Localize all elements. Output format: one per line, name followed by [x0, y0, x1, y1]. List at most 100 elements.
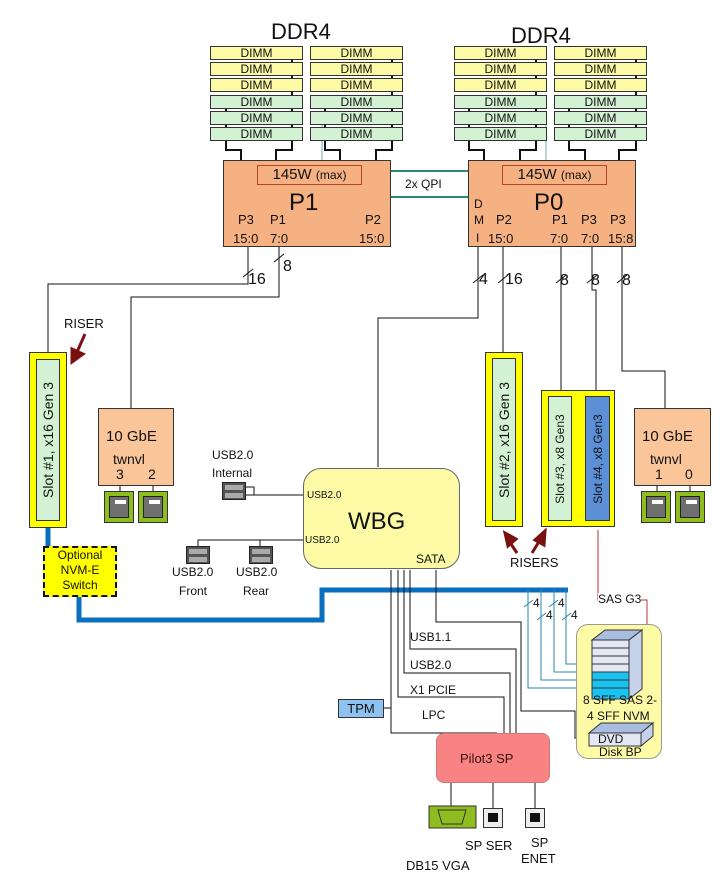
- sp-enet-label-1: SP: [531, 835, 549, 850]
- cpu-p1-port-p1: P1: [270, 212, 286, 227]
- pcie-slot-4[interactable]: Slot #4, x8 Gen3: [585, 396, 610, 521]
- link-usb11-label: USB1.1: [410, 630, 452, 644]
- qpi-links: [391, 170, 468, 198]
- nic-right-title: 10 GbE: [642, 428, 693, 445]
- usb-front-label-1: USB2.0: [172, 565, 214, 579]
- cpu-p0-port-p3b: P3: [610, 212, 626, 227]
- sp-ser-label: SP SER: [465, 838, 513, 853]
- cpu-p0-dmi-i: I: [476, 231, 480, 245]
- link-lpc-label: LPC: [422, 708, 446, 722]
- dimm-slot: DIMM: [310, 95, 403, 109]
- usb-internal-label-2: Internal: [212, 466, 253, 480]
- bus-width-p0-dmi: 4: [479, 271, 488, 288]
- nic-right-chip: twnvl: [650, 451, 682, 467]
- service-processor-name: Pilot3 SP: [460, 751, 514, 766]
- slot-1-label: Slot #1, x16 Gen 3: [40, 382, 56, 498]
- service-processor: Pilot3 SP: [436, 733, 550, 783]
- qpi-label: 2x QPI: [405, 177, 442, 191]
- nvme-lane-width: 4: [558, 596, 565, 610]
- pcie-slot-1-riser[interactable]: Slot #1, x16 Gen 3: [29, 352, 67, 528]
- nic-left-title: 10 GbE: [106, 428, 157, 445]
- cpu-p1: 145W (max) P1 P3 15:0 P1 7:0 P2 15:0: [223, 160, 391, 247]
- usb-front-connector[interactable]: [186, 546, 210, 564]
- dimm-slot: DIMM: [310, 46, 403, 60]
- nic-10gbe-right: 10 GbE twnvl 1 0: [634, 408, 711, 486]
- usb-internal-connector[interactable]: [222, 482, 246, 500]
- cpu-p1-lanes-p3: 15:0: [233, 231, 259, 246]
- bus-width-p0-p3a: 8: [591, 272, 600, 289]
- cpu-p0-port-p3a: P3: [581, 212, 597, 227]
- usb-rear-connector[interactable]: [249, 546, 273, 564]
- pcie-slot-2-riser[interactable]: Slot #2, x16 Gen 3: [485, 352, 523, 527]
- dimm-slot: DIMM: [454, 46, 547, 60]
- cpu-p0-name: P0: [534, 189, 564, 216]
- bus-width-p1-p1: 8: [283, 258, 292, 275]
- nvme-lane-width: 4: [546, 608, 553, 622]
- bus-width-p0-p3b: 8: [622, 272, 631, 289]
- sp-ethernet-port[interactable]: [525, 808, 545, 828]
- rj45-port-2[interactable]: [138, 491, 168, 523]
- nvme-switch-line1: Optional: [57, 548, 103, 562]
- usb-lines: [197, 486, 303, 546]
- bus-width-p0-p2: 16: [505, 271, 523, 288]
- dimm-slot: DIMM: [454, 62, 547, 76]
- dimm-slot: DIMM: [554, 78, 647, 92]
- pcie-slot-3[interactable]: Slot #3, x8 Gen3: [548, 396, 572, 521]
- pch-name: WBG: [348, 508, 406, 535]
- dimm-slot: DIMM: [554, 127, 647, 141]
- cpu-p0-port-p2: P2: [496, 212, 512, 227]
- slot-4-label: Slot #4, x8 Gen3: [590, 413, 605, 504]
- rj45-port-1[interactable]: [641, 491, 671, 523]
- cpu-p0-lanes-p1: 7:0: [550, 231, 569, 246]
- pch-wbg: USB2.0 WBG USB2.0 SATA: [303, 468, 460, 569]
- power-note: (max): [315, 168, 347, 182]
- nic-left-port-3: 3: [116, 466, 124, 482]
- cpu-p0-lanes-p3b: 15:8: [608, 231, 634, 246]
- dimm-slot: DIMM: [210, 111, 303, 125]
- cpu-p1-name: P1: [289, 189, 319, 216]
- dimm-slot: DIMM: [310, 127, 403, 141]
- pcie-slot-3-4-riser[interactable]: Slot #3, x8 Gen3 Slot #4, x8 Gen3: [541, 390, 615, 527]
- sp-enet-label-2: ENET: [521, 851, 556, 866]
- dimm-slot: DIMM: [210, 95, 303, 109]
- sp-serial-port[interactable]: [483, 808, 503, 828]
- cpu-p0-dmi-m: M: [474, 213, 484, 227]
- dimm-slot: DIMM: [554, 46, 647, 60]
- cpu-p0-lanes-p2: 15:0: [488, 231, 514, 246]
- dimm-slot: DIMM: [210, 46, 303, 60]
- pcie-slot-1[interactable]: Slot #1, x16 Gen 3: [36, 359, 60, 521]
- dimm-slot: DIMM: [454, 127, 547, 141]
- cpu-p1-port-p2: P2: [365, 212, 381, 227]
- ddr4-right-label: DDR4: [511, 23, 571, 48]
- cpu-p0-port-p1: P1: [552, 212, 568, 227]
- risers-label: RISERS: [510, 555, 559, 570]
- rj45-port-3[interactable]: [104, 491, 134, 523]
- pch-sata-label: SATA: [416, 552, 446, 566]
- usb-rear-label-2: Rear: [243, 584, 270, 598]
- pcie-lines: [47, 246, 666, 467]
- dvd-label: DVD: [598, 732, 624, 746]
- cpu-p1-power: 145W (max): [257, 165, 362, 185]
- dimm-slot: DIMM: [210, 78, 303, 92]
- nvme-lane-width: 4: [533, 596, 540, 610]
- slot-3-label: Slot #3, x8 Gen3: [553, 413, 567, 504]
- cpu-p0-power: 145W (max): [502, 165, 607, 185]
- dimm-slot: DIMM: [554, 95, 647, 109]
- power-value: 145W: [517, 166, 557, 183]
- nic-10gbe-left: 10 GbE twnvl 3 2: [98, 408, 174, 486]
- vga-label: DB15 VGA: [406, 858, 470, 873]
- rj45-port-0[interactable]: [675, 491, 705, 523]
- nic-right-port-0: 0: [685, 466, 693, 482]
- ddr4-left-label: DDR4: [271, 19, 331, 44]
- cpu-p0-dmi-d: D: [474, 197, 483, 211]
- sas-label: SAS G3: [598, 592, 642, 606]
- power-note: (max): [560, 168, 592, 182]
- cpu-p1-port-p3: P3: [238, 212, 254, 227]
- dimm-slot: DIMM: [454, 78, 547, 92]
- disk-bp-name: Disk BP: [599, 745, 642, 759]
- power-value: 145W: [272, 166, 312, 183]
- link-usb20-label: USB2.0: [410, 658, 452, 672]
- dimm-slot: DIMM: [454, 111, 547, 125]
- pcie-slot-2[interactable]: Slot #2, x16 Gen 3: [492, 358, 516, 521]
- bus-width-p0-p1: 8: [560, 272, 569, 289]
